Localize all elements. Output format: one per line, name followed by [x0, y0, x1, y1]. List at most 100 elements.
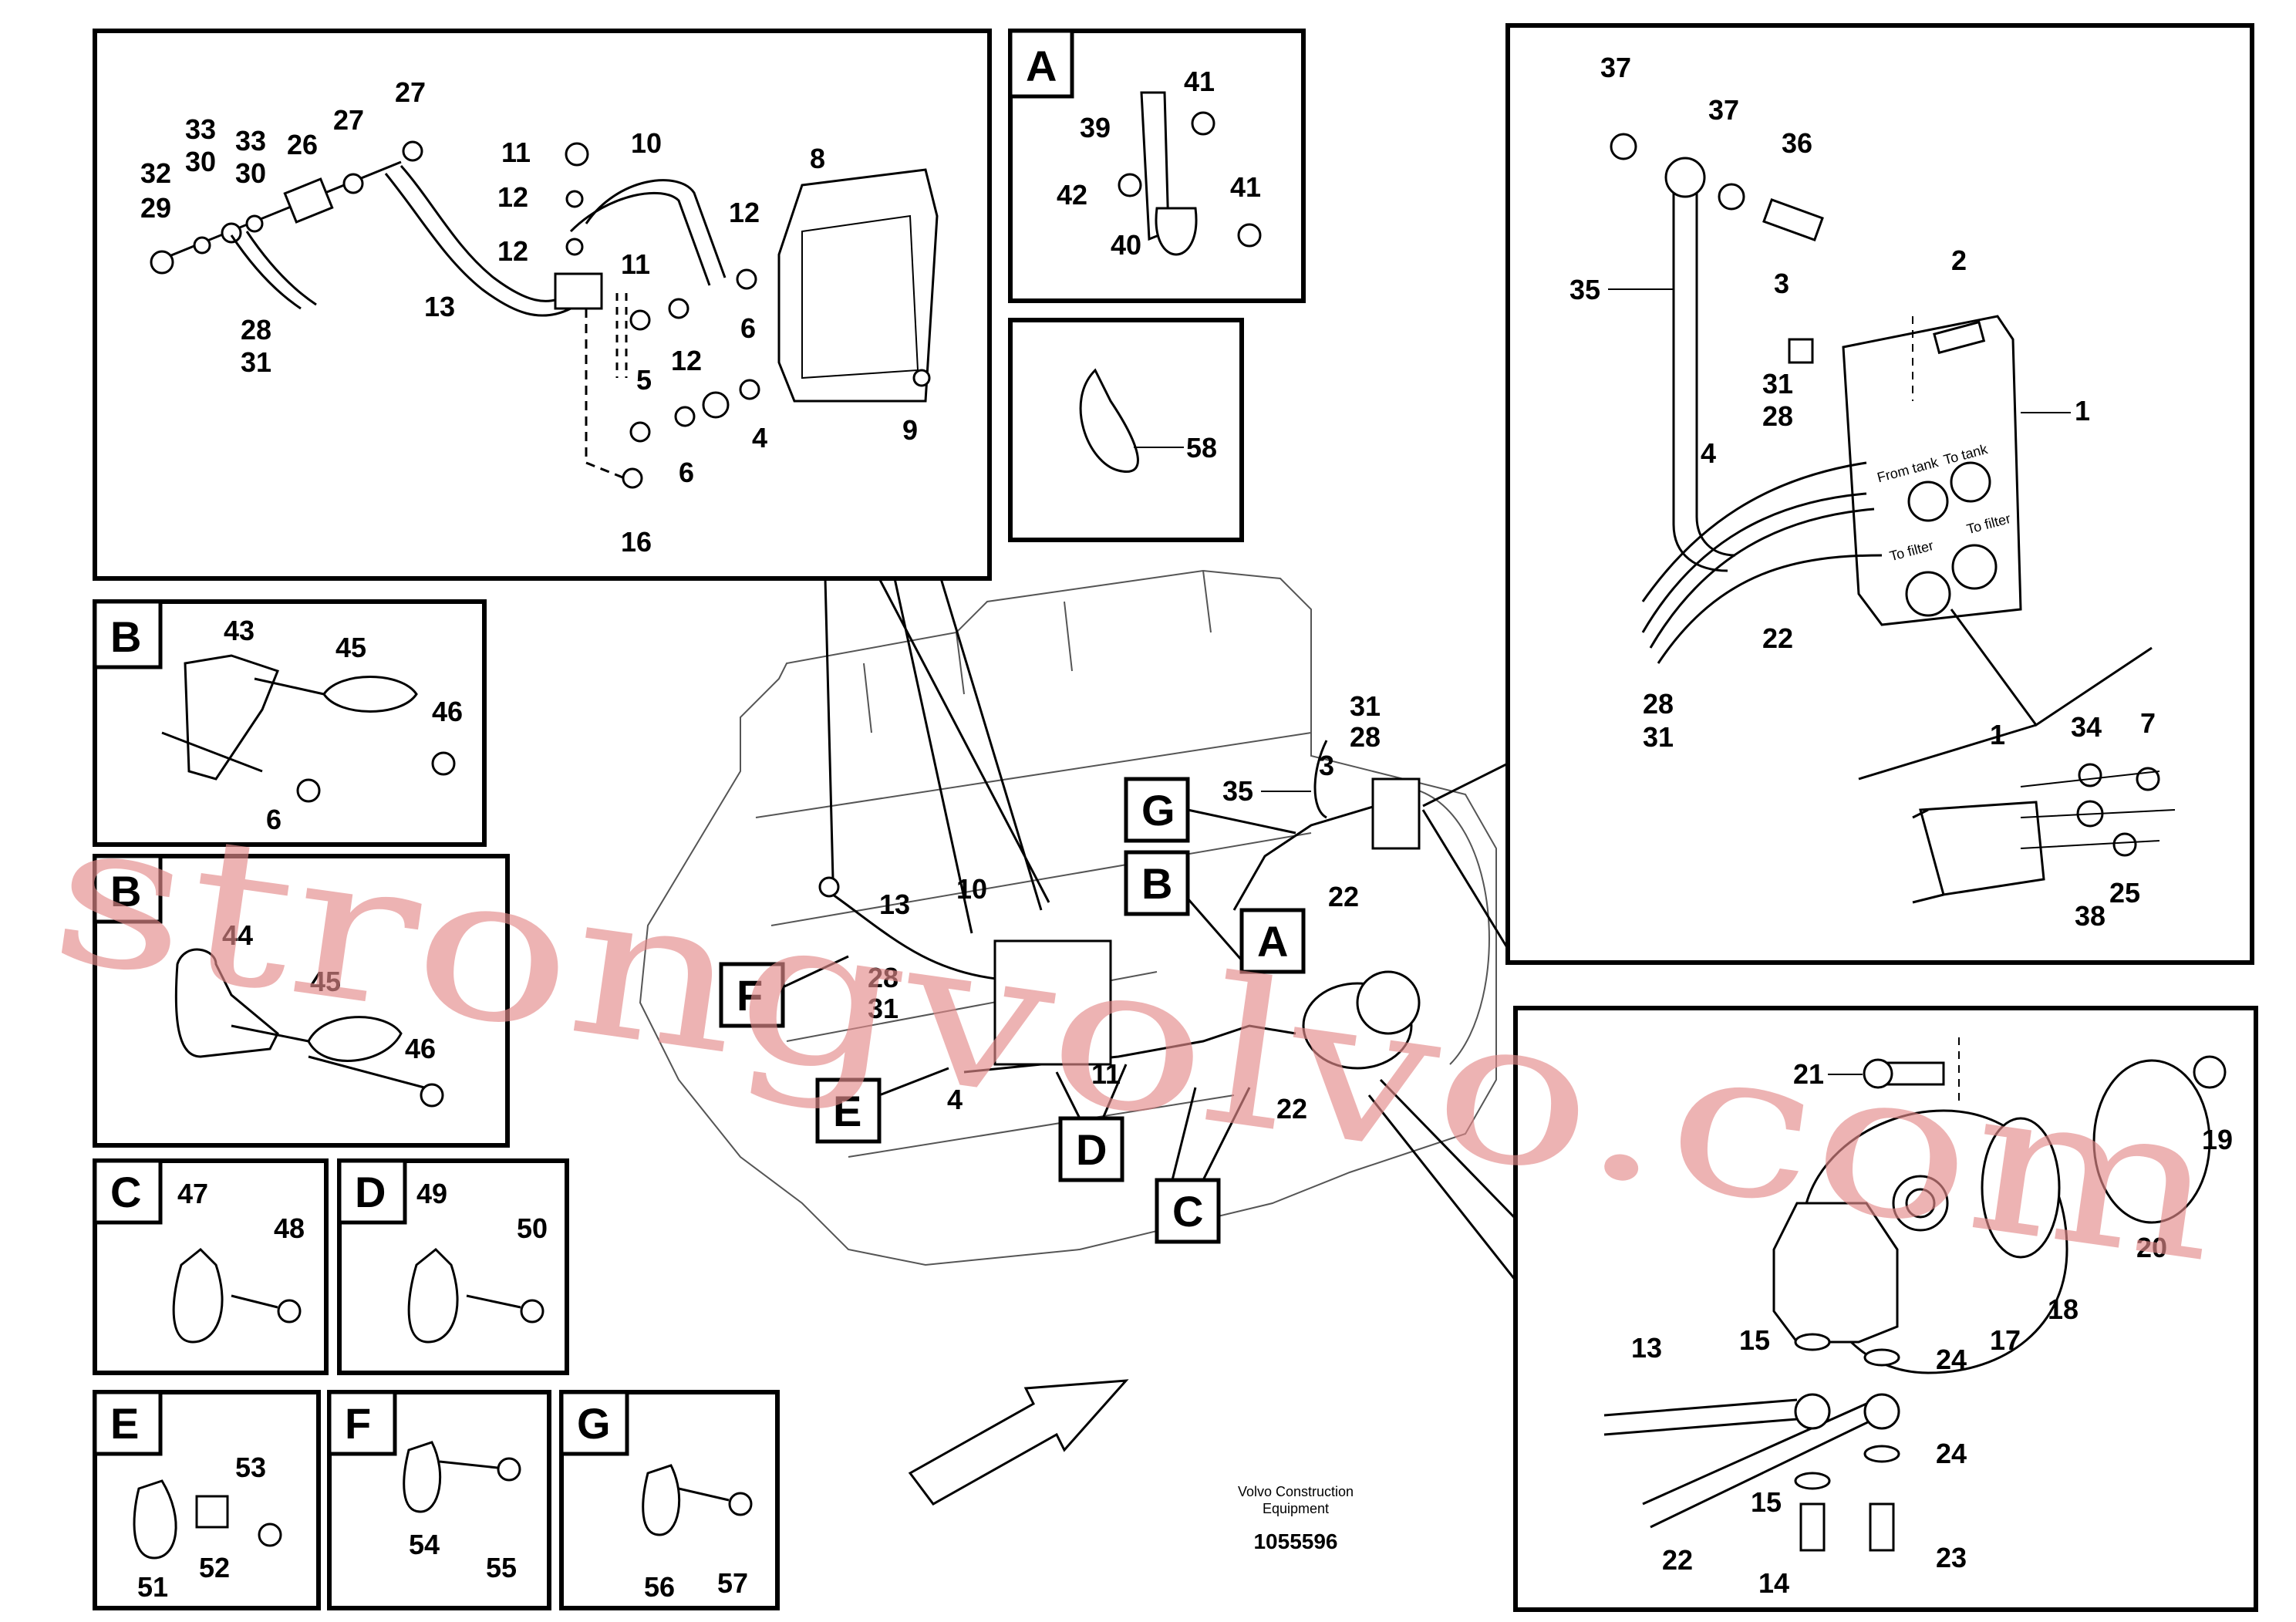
panel-br-callout-22: 22: [1662, 1544, 1693, 1576]
panel-d-letter-box: [337, 1158, 407, 1225]
cable-tie-58: [1079, 368, 1139, 473]
bracket-1-detail: [1919, 801, 2045, 896]
panel-a-callout-41b: 41: [1230, 171, 1261, 203]
bolt-6: [296, 778, 321, 803]
panel1-callout-4: 4: [752, 422, 767, 454]
panel-tr-callout-35: 35: [1569, 274, 1600, 305]
panel-view-b1: B 43 45 46 6: [93, 599, 487, 847]
bolt-57-shank: [678, 1487, 730, 1502]
panel-br-callout-17: 17: [1990, 1324, 2021, 1356]
panel-a-callout-40: 40: [1111, 229, 1141, 261]
spacer-52: [195, 1495, 229, 1529]
main-pipe-22: [1232, 801, 1389, 911]
panel-tank-connection-pointer: [1421, 762, 1509, 949]
main-callout-31b: 31: [868, 993, 899, 1024]
banjo-fitting: [554, 272, 603, 310]
detail-pointer: [1858, 609, 2153, 781]
panel1-callout-30b: 30: [235, 157, 266, 189]
bolt-53: [258, 1523, 282, 1547]
panel-tr-callout-1a: 1: [2075, 395, 2090, 427]
port-fitting-2: [1950, 461, 1991, 503]
panel-view-e: E 53 51 52: [93, 1390, 321, 1610]
panel1-callout-30a: 30: [185, 146, 216, 177]
bolt-55: [497, 1457, 521, 1482]
caption-line2: Equipment: [1263, 1501, 1329, 1516]
pipe-35-b: [1695, 181, 1736, 557]
panel-cable-tie: 58: [1008, 318, 1244, 542]
panel-g-callout-56: 56: [644, 1571, 675, 1603]
bracket-detail-lines: [1912, 808, 1944, 904]
panel-br-callout-24a: 24: [1936, 1344, 1967, 1375]
panel-view-f: F 54 55: [327, 1390, 551, 1610]
panel-a-callout-39: 39: [1080, 112, 1111, 143]
washer-24a: [1863, 1348, 1900, 1367]
panel1-callout-6a: 6: [740, 312, 756, 344]
pipe-10: [585, 179, 727, 278]
panel-g-letter-box: [559, 1390, 629, 1456]
panel-br-callout-18: 18: [2048, 1293, 2079, 1325]
washer-33a: [193, 236, 211, 255]
bolt-32-head: [150, 250, 174, 275]
main-pipe-13: [832, 893, 1064, 981]
panel-pipe-assembly-pointer: [824, 578, 1050, 934]
panel1-callout-12b: 12: [497, 235, 528, 267]
filter-bracket-8: [777, 168, 939, 403]
washer-15a: [1794, 1333, 1831, 1351]
gasket-20: [2092, 1059, 2211, 1224]
panel-br-callout-21: 21: [1793, 1058, 1824, 1090]
main-letter-e-pointer: [878, 1067, 949, 1097]
panel1-callout-11a: 11: [501, 137, 531, 168]
panel-tr-callout-2: 2: [1951, 244, 1967, 276]
pipe-22-pump: [1642, 1402, 1875, 1529]
main-letter-c: C: [1172, 1187, 1203, 1236]
main-letter-f-pointer: [782, 955, 849, 989]
panel-d-callout-50: 50: [517, 1212, 548, 1244]
panel-a-callout-41a: 41: [1184, 66, 1215, 97]
panel1-callout-12a: 12: [497, 181, 528, 213]
panel-e-letter-box: [93, 1390, 163, 1456]
panel1-callout-12d: 12: [671, 345, 702, 376]
clamp-51: [133, 1479, 177, 1560]
doc-number: 1055596: [1253, 1529, 1337, 1553]
pump-cover: [1772, 1202, 1899, 1344]
nut-42: [1118, 173, 1142, 197]
pipe-10-b: [569, 191, 711, 286]
main-letter-box-b: [1124, 850, 1190, 916]
bolt-9: [912, 369, 931, 387]
panel-tr-callout-4: 4: [1701, 437, 1716, 469]
panel1-callout-33a: 33: [185, 113, 216, 145]
main-callout-13: 13: [879, 889, 910, 920]
panel-f-letter-box: [327, 1390, 397, 1456]
o-ring-18: [1981, 1117, 2061, 1259]
main-letter-a: A: [1257, 917, 1288, 966]
b1-axis: [161, 677, 325, 773]
washer-12d: [736, 268, 757, 290]
main-pipe-35: [1313, 740, 1328, 819]
panel-tr-callout-36: 36: [1782, 127, 1812, 159]
banjo-bolt-14: [1799, 1502, 1826, 1552]
washer-27b: [402, 140, 423, 162]
panel1-callout-16: 16: [621, 526, 652, 558]
main-letter-box-f: [719, 962, 785, 1028]
main-letter-e: E: [833, 1087, 861, 1135]
panel1-callout-10: 10: [631, 127, 662, 159]
main-callout-35: 35: [1222, 775, 1253, 807]
washer-24b: [1863, 1445, 1900, 1463]
bolt-57: [728, 1492, 753, 1516]
main-letter-b: B: [1141, 859, 1172, 908]
bracket-43: [184, 654, 279, 781]
panel-tr-callout-7: 7: [2140, 707, 2156, 739]
panel-c-letter-box: [93, 1158, 163, 1225]
washer-37a: [1610, 133, 1637, 160]
panel-e-letter: E: [110, 1399, 139, 1448]
panel-view-c: C 47 48: [93, 1158, 329, 1375]
clamp-45-b2: [307, 1016, 403, 1062]
direction-arrow-icon: [908, 1379, 1129, 1506]
panel1-callout-29: 29: [140, 192, 171, 224]
panel-a-letter: A: [1026, 42, 1057, 90]
panel-tr-callout-28: 28: [1762, 400, 1793, 432]
panel-pump-assembly-pointer: [1367, 1078, 1517, 1281]
main-callout-3: 3: [1319, 750, 1334, 781]
engine-detail-2: [863, 570, 1212, 733]
panel-br-callout-14: 14: [1758, 1567, 1789, 1599]
